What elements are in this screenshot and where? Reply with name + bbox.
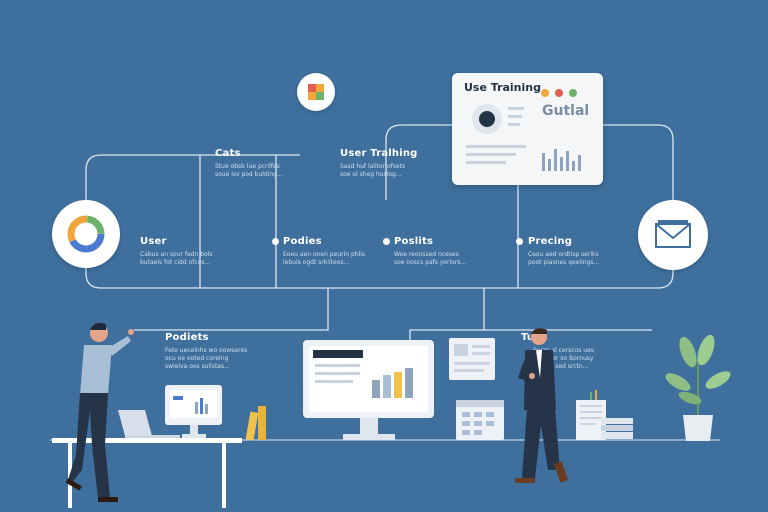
node-cats-title: Cats: [215, 148, 241, 159]
mail-node[interactable]: [638, 200, 708, 270]
node-user-training-desc: Sasd huf lalitor ofsets soe ol sheg husl…: [340, 163, 406, 178]
node-precing-title: Precing: [528, 236, 573, 247]
node-podiets-title: Podiets: [165, 332, 209, 343]
app-logo-icon: [308, 84, 324, 100]
node-podies-dot: [272, 238, 279, 245]
card-title: Use Training: [464, 81, 541, 94]
files-stack-icon: [576, 390, 633, 440]
large-monitor-icon: [303, 340, 434, 440]
node-poslits-title: Poslits: [394, 236, 434, 247]
card-graphics: [466, 89, 581, 171]
node-podies-title: Podies: [283, 236, 322, 247]
node-user-title: User: [140, 236, 167, 247]
status-dot-green: [569, 89, 577, 97]
presenter-right: [515, 328, 569, 483]
laptop-icon: [118, 410, 180, 438]
user-icon-node[interactable]: [52, 200, 120, 268]
chart-ring-icon: [67, 215, 105, 253]
node-precing: Precing Ceou aed ordtisp seriks poot pia…: [528, 236, 599, 267]
node-podiets: Podiets Fete ueceinhs wo oowseres ocu oe…: [165, 332, 247, 371]
plant-icon: [665, 334, 731, 441]
small-monitor-icon: [165, 385, 222, 438]
node-user-training: User Tralhing Sasd huf lalitor ofsets so…: [340, 148, 418, 179]
node-podiets-desc: Fete ueceinhs wo oowseres ocu oe ooted c…: [165, 347, 248, 370]
node-precing-dot: [516, 238, 523, 245]
card-label: Gutlal: [542, 103, 590, 119]
calendar-icon: [456, 400, 504, 440]
presenter-left: [65, 322, 134, 502]
app-logo-node[interactable]: [297, 73, 335, 111]
mail-icon: [655, 220, 691, 248]
node-poslits-desc: Woe reonssed nceses soe ooscs pafs yorlo…: [394, 251, 467, 266]
node-podies: Podies Eoeu aen onen peurin phlis lebuis…: [283, 236, 365, 267]
node-right-person-title: Tu: [521, 332, 535, 343]
node-precing-desc: Ceou aed ordtisp seriks poot piasnes qee…: [528, 251, 600, 266]
node-poslits-dot: [383, 238, 390, 245]
status-dot-orange: [541, 89, 549, 97]
node-user-training-title: User Tralhing: [340, 148, 418, 159]
node-cats-desc: Stue obsb lue pcrilfes soue isv pod buld…: [215, 163, 283, 178]
node-poslits: Poslits Woe reonssed nceses soe ooscs pa…: [394, 236, 466, 267]
node-podies-desc: Eoeu aen onen peurin phlis lebuis ogdt s…: [283, 251, 366, 266]
user-training-card[interactable]: Use Training Gutlal: [452, 73, 603, 185]
node-cats: Cats Stue obsb lue pcrilfes soue isv pod…: [215, 148, 283, 179]
node-user-desc: Cabus an sour fedn bols butaeis fot cidd…: [140, 251, 213, 266]
books-icon: [245, 406, 266, 441]
node-user: User Cabus an sour fedn bols butaeis fot…: [140, 236, 212, 267]
status-dot-red: [555, 89, 563, 97]
document-card-icon: [449, 338, 495, 380]
